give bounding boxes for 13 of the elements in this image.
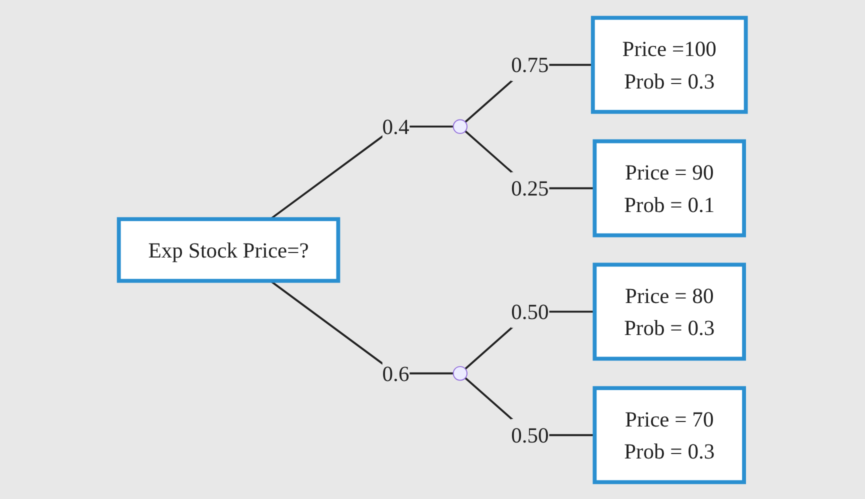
edge-label: 0.6 — [382, 360, 410, 386]
node-box: Exp Stock Price=? — [117, 216, 340, 282]
edge-label: 0.50 — [511, 298, 549, 324]
node-box: Price = 90 Prob = 0.1 — [592, 138, 746, 237]
node-point — [452, 118, 468, 134]
node-box: Price =100 Prob = 0.3 — [591, 15, 748, 114]
edge-label: 0.4 — [382, 114, 410, 138]
node-point — [452, 366, 468, 380]
edge-label: 0.50 — [511, 422, 549, 447]
edge-label: 0.25 — [511, 176, 549, 200]
node-box: Price = 80 Prob = 0.3 — [592, 262, 746, 360]
node-box: Price = 70 Prob = 0.3 — [592, 386, 746, 484]
edge-label: 0.75 — [511, 52, 549, 77]
